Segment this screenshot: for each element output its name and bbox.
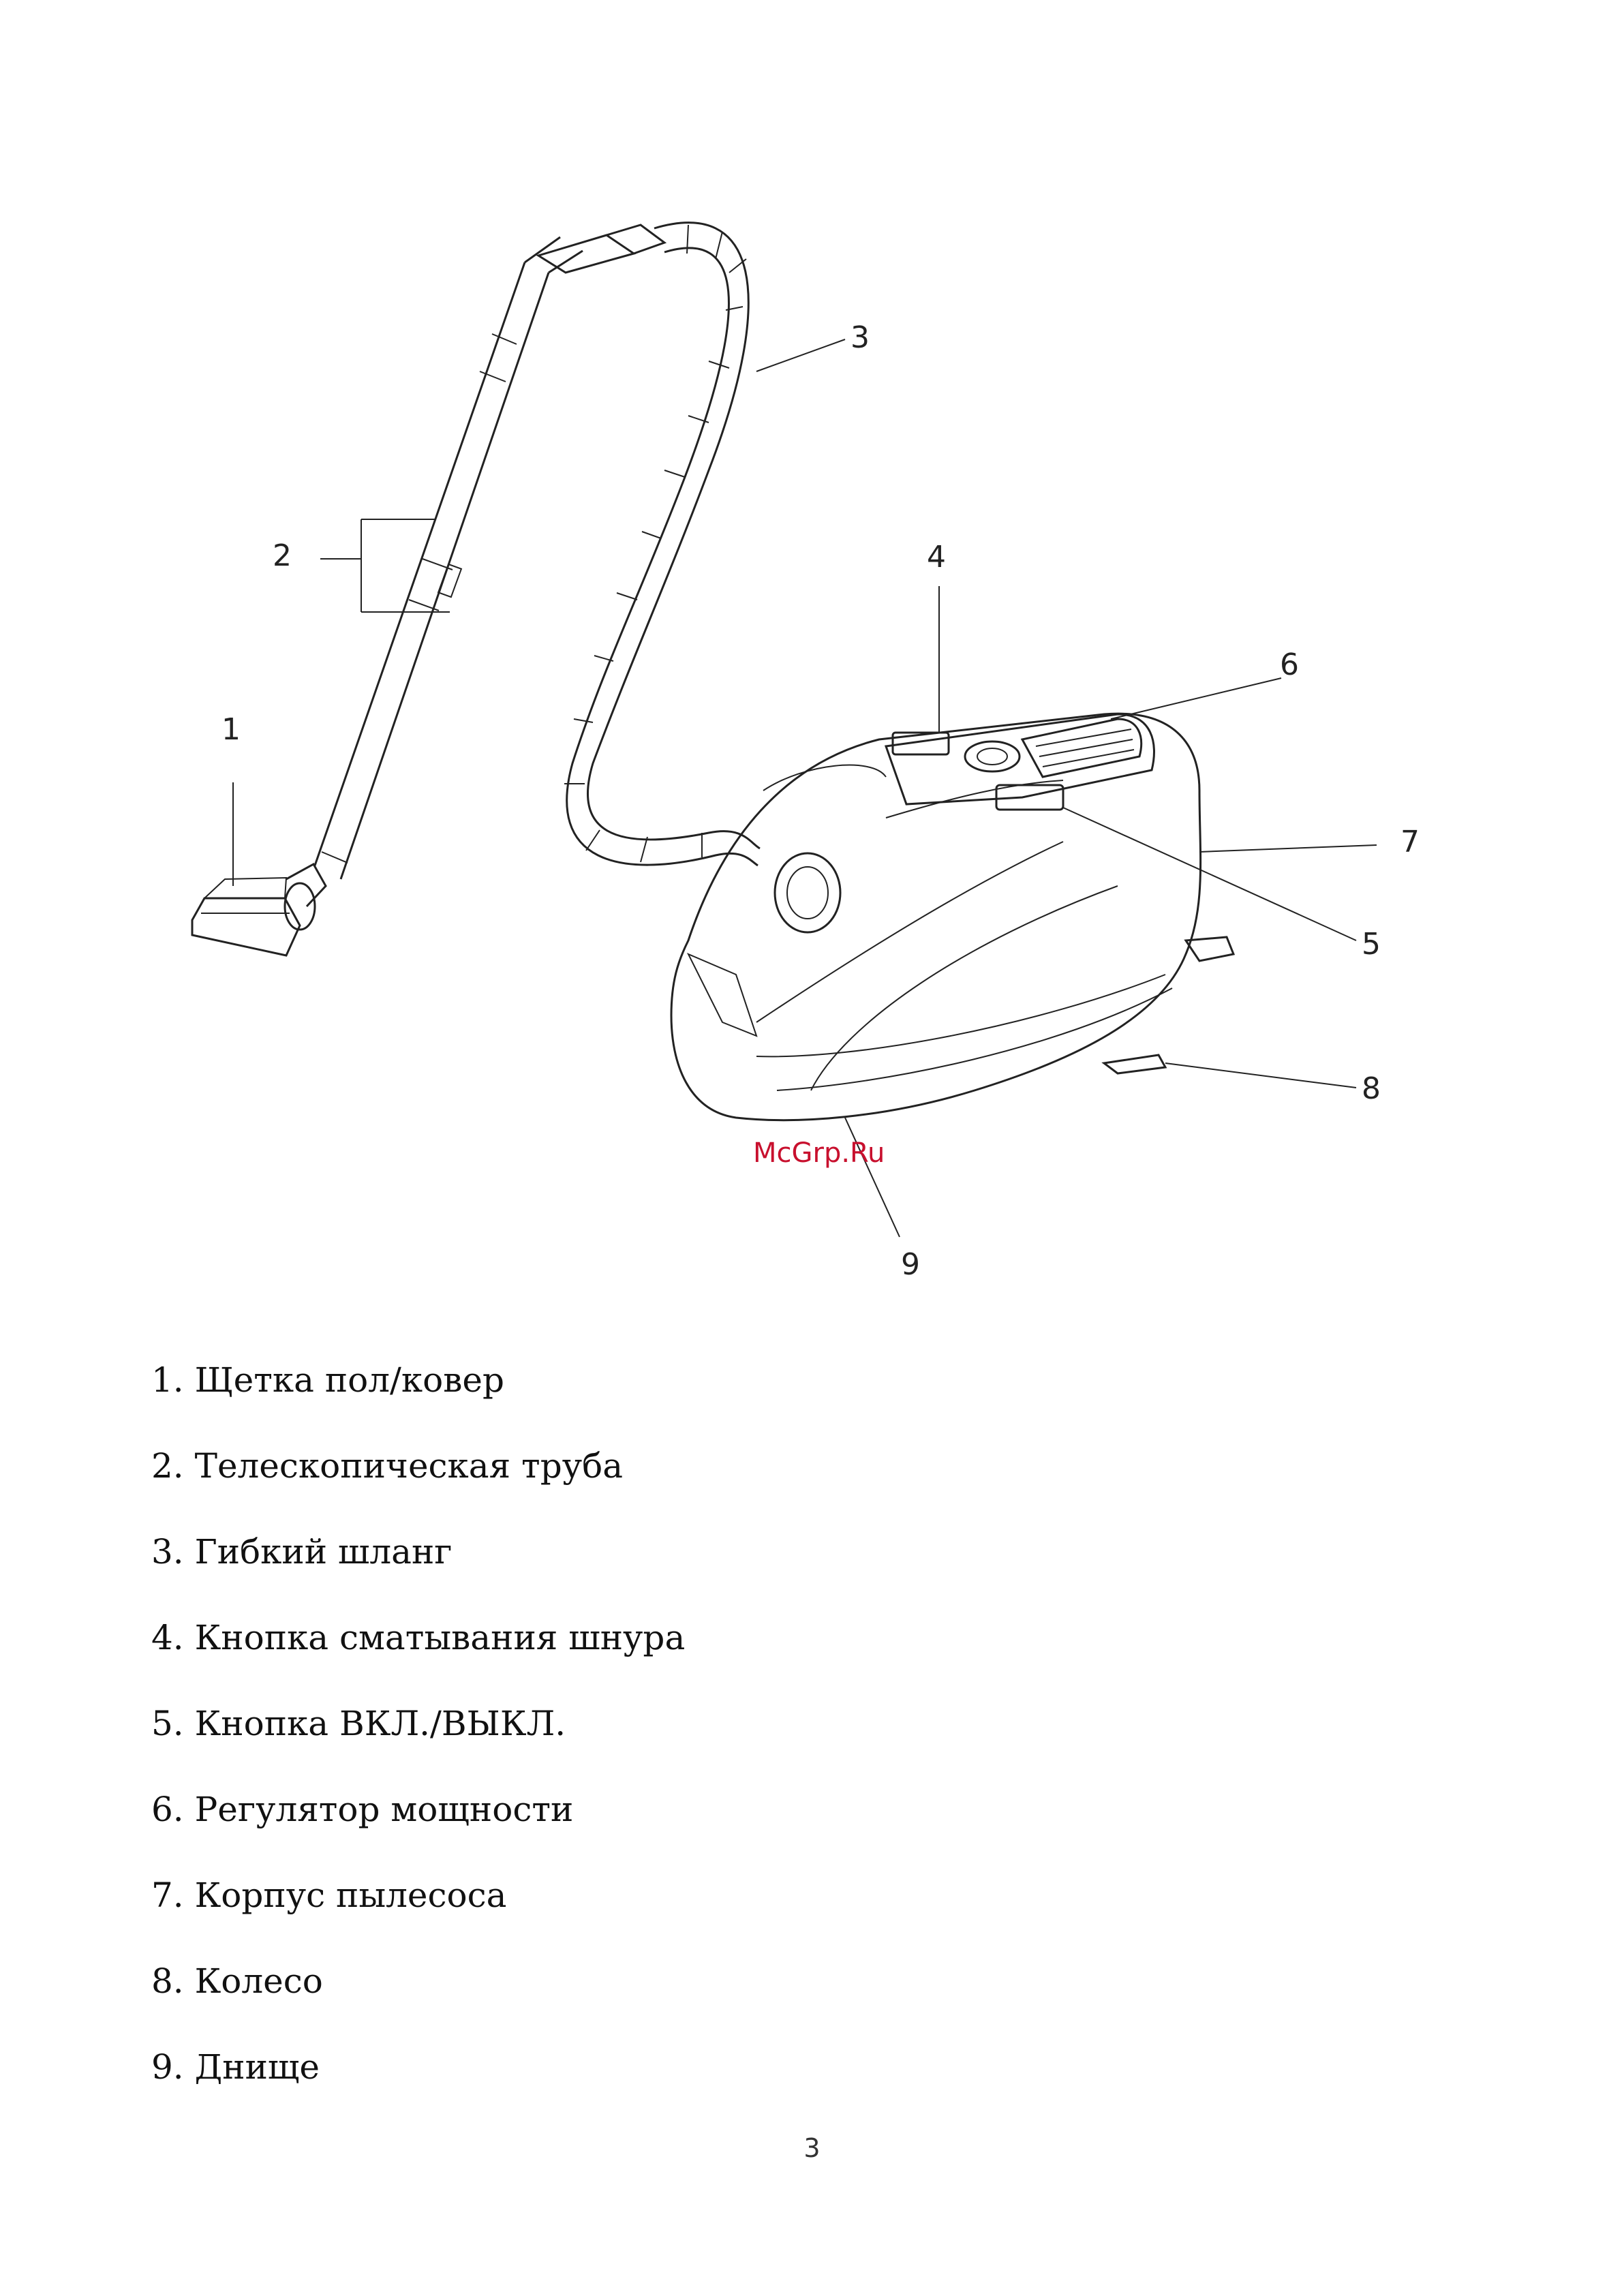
callout-9: 9 (901, 1247, 920, 1282)
wheel (1104, 937, 1234, 1073)
callout-3: 3 (851, 320, 870, 355)
legend-item: 7. Корпус пылесоса (151, 1875, 685, 1961)
callout-2: 2 (273, 538, 292, 573)
flexible-hose (564, 223, 760, 866)
legend-item: 5. Кнопка ВКЛ./ВЫКЛ. (151, 1703, 685, 1789)
hose-inlet (775, 853, 840, 932)
callout-5: 5 (1362, 927, 1381, 962)
vacuum-cleaner-diagram: 1 2 3 4 5 6 7 8 9 McGrp.Ru (0, 0, 1624, 1329)
legend-item: 2. Телескопическая труба (151, 1445, 685, 1531)
callout-8: 8 (1362, 1071, 1381, 1106)
power-regulator-knob (965, 741, 1020, 771)
legend-item: 3. Гибкий шланг (151, 1531, 685, 1617)
page-number: 3 (0, 2133, 1624, 2163)
parts-legend: 1. Щетка пол/ковер 2. Телескопическая тр… (151, 1360, 685, 2132)
callout-4: 4 (927, 540, 946, 575)
legend-item: 6. Регулятор мощности (151, 1789, 685, 1875)
watermark: McGrp.Ru (753, 1137, 885, 1169)
leader-lines (233, 339, 1377, 1237)
legend-item: 8. Колесо (151, 1961, 685, 2047)
vacuum-body (671, 714, 1201, 1120)
legend-item: 1. Щетка пол/ковер (151, 1360, 685, 1445)
callout-7: 7 (1400, 825, 1420, 859)
callout-1: 1 (221, 712, 241, 747)
floor-brush (192, 864, 326, 955)
callout-6: 6 (1280, 647, 1299, 682)
legend-item: 4. Кнопка сматывания шнура (151, 1617, 685, 1703)
hose-handle (538, 225, 664, 273)
legend-item: 9. Днище (151, 2047, 685, 2132)
